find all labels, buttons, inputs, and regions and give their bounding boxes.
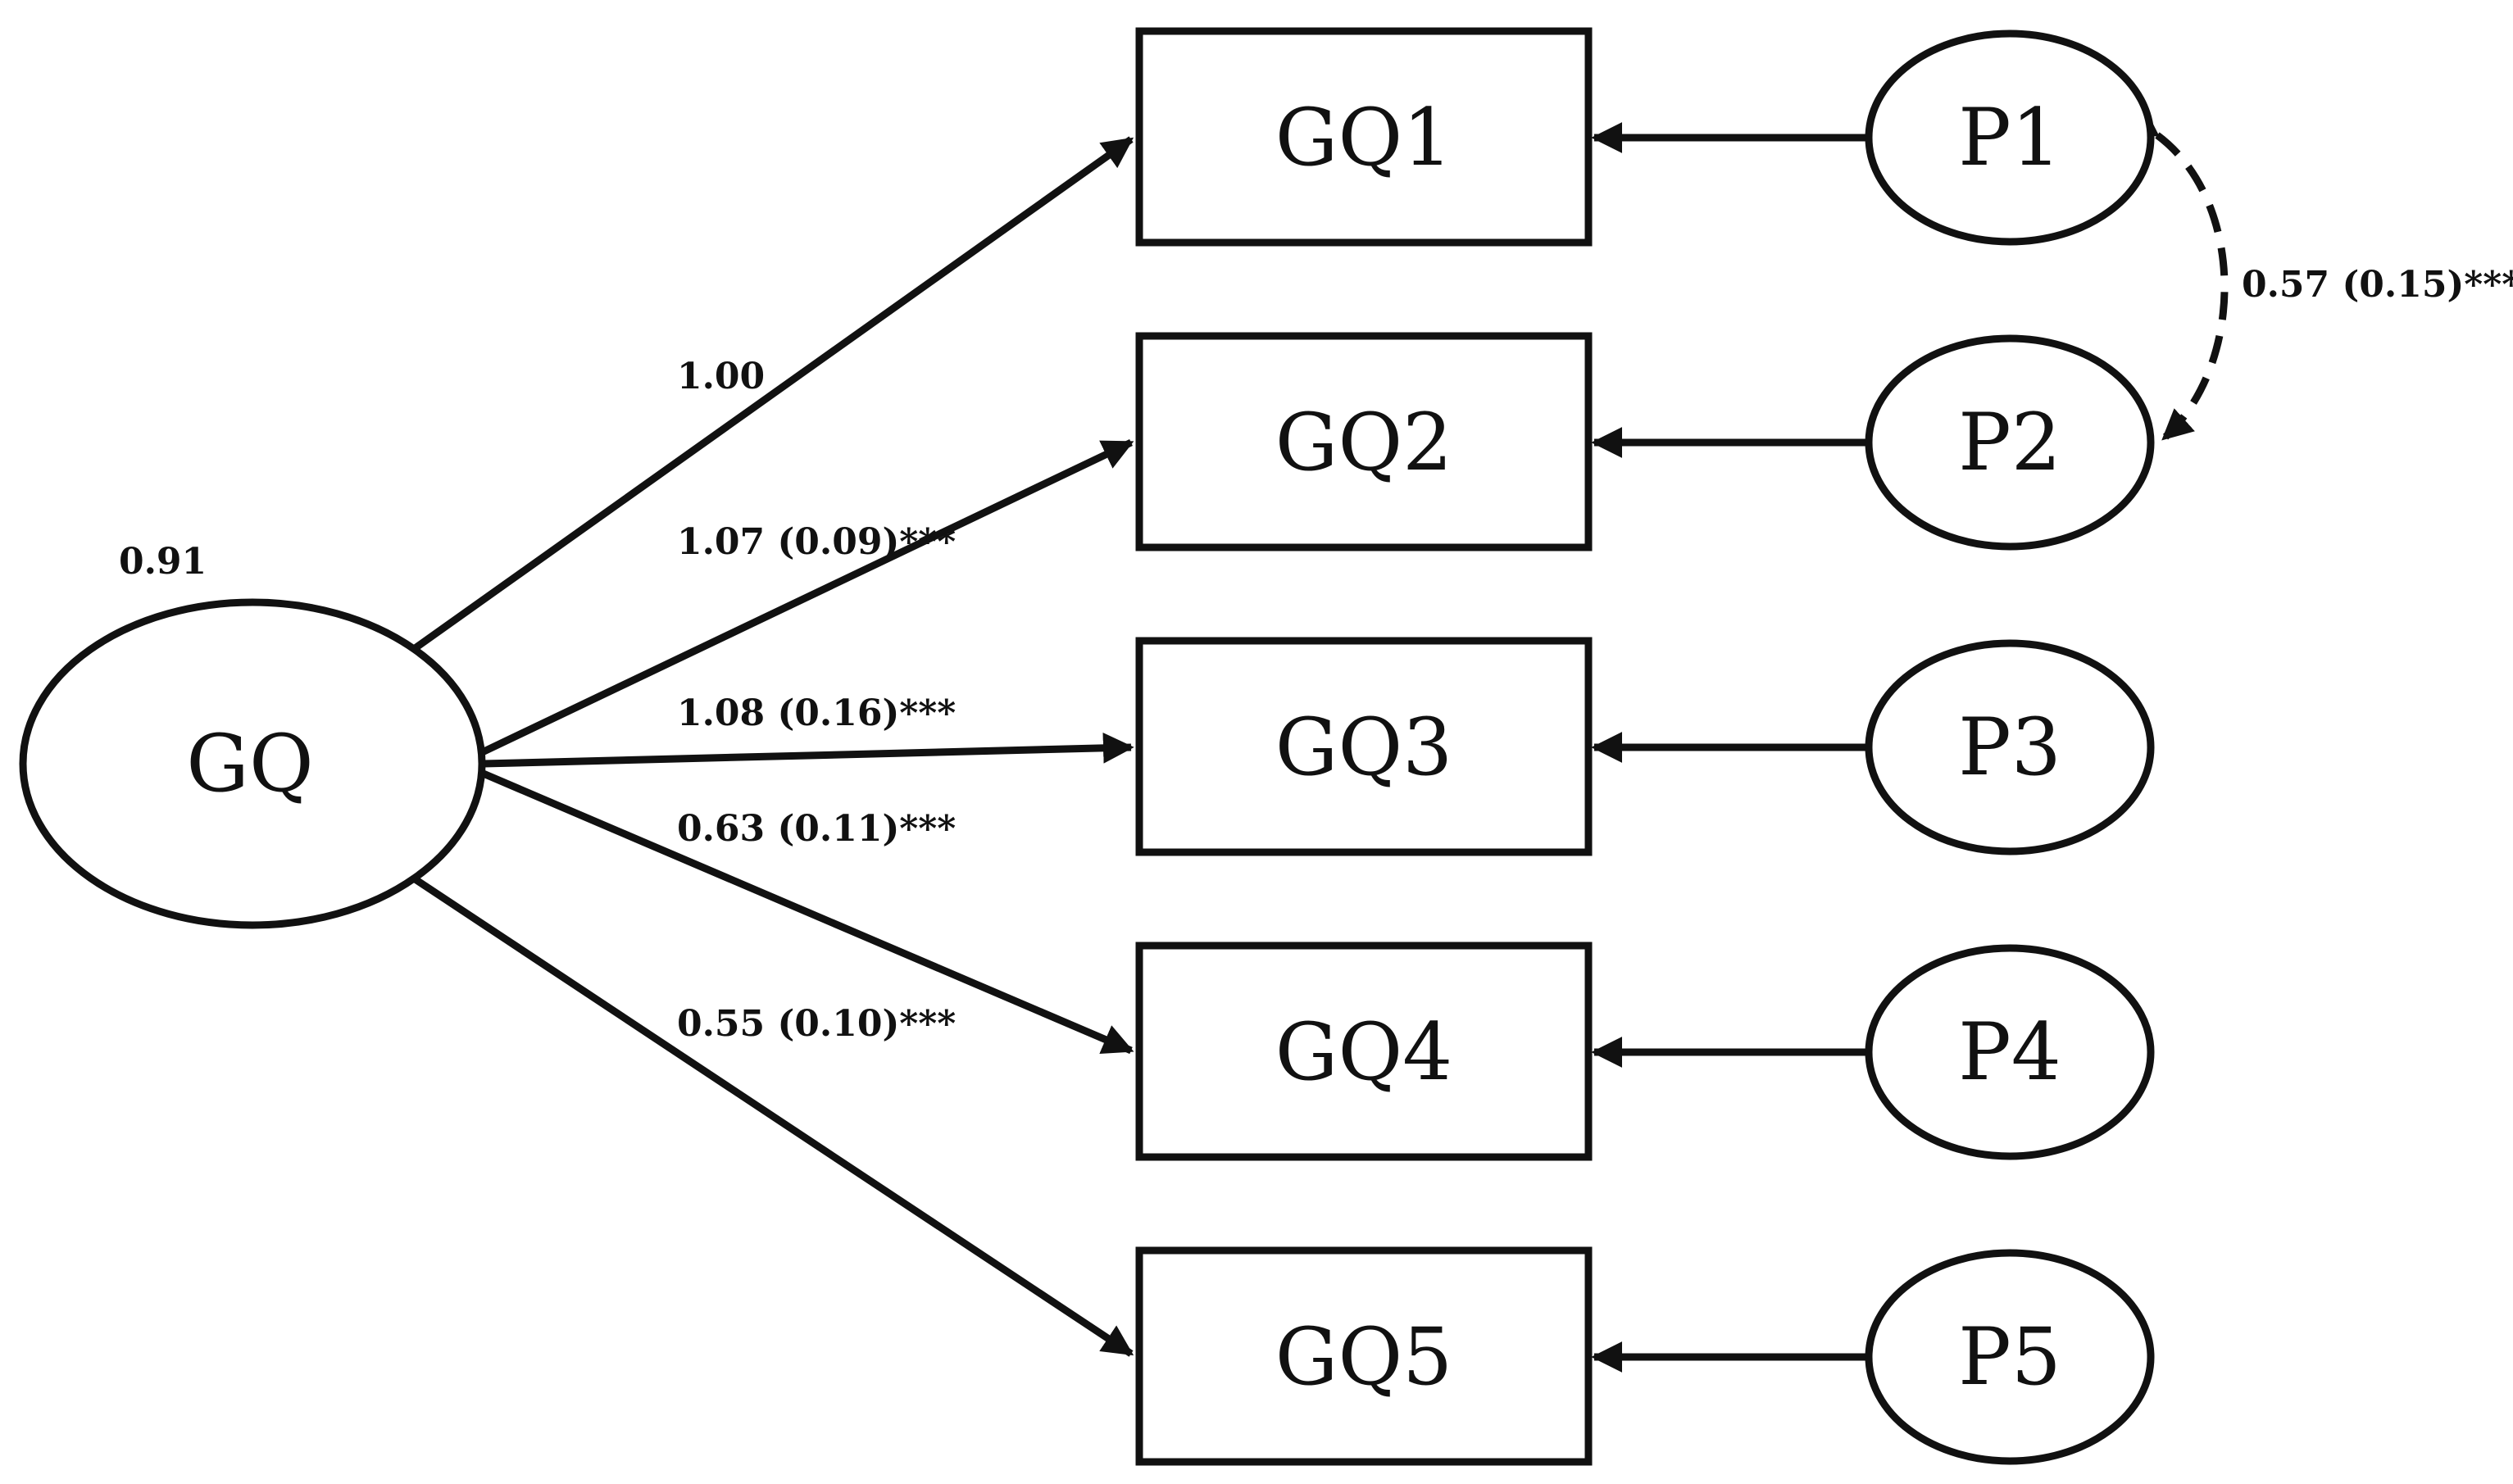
covariance-label: 0.57 (0.15)*** xyxy=(2242,264,2513,306)
covariance-p1-p2 xyxy=(2125,106,2229,442)
path-gq-to-gq4 xyxy=(478,768,1134,1055)
loading-label-gq3: 1.08 (0.16)*** xyxy=(677,692,956,734)
indicator-gq5-label: GQ5 xyxy=(1275,1311,1452,1403)
error-p3-label: P3 xyxy=(1958,701,2061,793)
error-p2 xyxy=(1865,334,2155,551)
error-p1 xyxy=(1865,29,2155,246)
path-gq-to-gq5 xyxy=(411,875,1134,1357)
indicator-gq4-label: GQ4 xyxy=(1275,1006,1452,1098)
indicator-gq2-label: GQ2 xyxy=(1275,397,1452,488)
latent-factor-label: GQ xyxy=(186,718,313,810)
path-gq-to-gq2 xyxy=(474,438,1134,760)
error-p5 xyxy=(1865,1249,2155,1465)
latent-factor-gq xyxy=(19,598,486,929)
indicator-gq1-label: GQ1 xyxy=(1275,92,1452,184)
error-p1-label: P1 xyxy=(1958,92,2061,184)
loading-label-gq4: 0.63 (0.11)*** xyxy=(677,808,956,850)
loading-label-gq2: 1.07 (0.09)*** xyxy=(677,521,956,563)
latent-variance-label: 0.91 xyxy=(119,541,207,583)
indicator-gq1 xyxy=(1135,27,1593,247)
indicator-gq2 xyxy=(1135,332,1593,551)
indicator-gq5 xyxy=(1135,1246,1593,1466)
path-gq-to-gq3 xyxy=(483,732,1134,768)
indicator-gq4 xyxy=(1135,942,1593,1161)
error-p4 xyxy=(1865,944,2155,1160)
error-p4-label: P4 xyxy=(1958,1006,2061,1098)
path-gq-to-gq1 xyxy=(411,136,1134,652)
loading-label-gq5: 0.55 (0.10)*** xyxy=(677,1003,956,1045)
loading-label-gq1: 1.00 xyxy=(677,356,765,397)
error-p3 xyxy=(1865,639,2155,855)
indicator-gq3-label: GQ3 xyxy=(1275,701,1452,793)
error-p2-label: P2 xyxy=(1958,397,2061,488)
error-p5-label: P5 xyxy=(1958,1311,2061,1403)
indicator-gq3 xyxy=(1135,637,1593,856)
